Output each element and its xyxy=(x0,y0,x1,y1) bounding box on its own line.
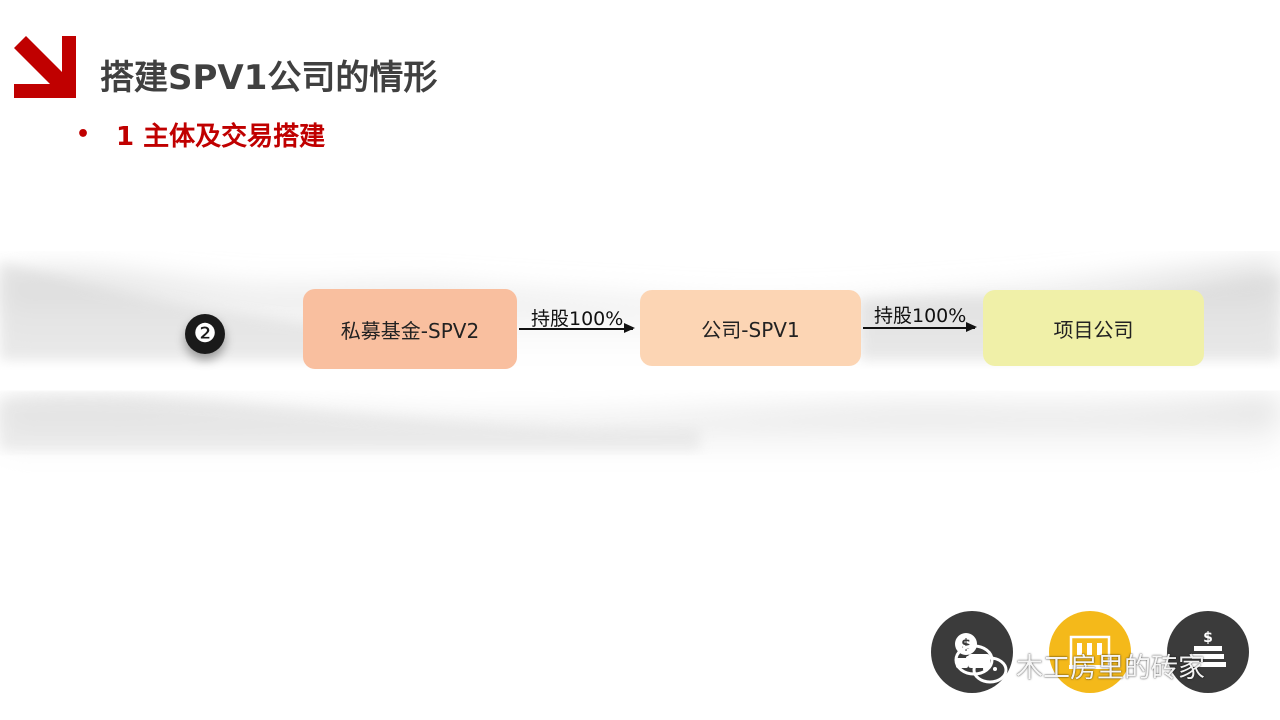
node-project-company: 项目公司 xyxy=(983,290,1204,366)
edge-label-ownership: 持股100% xyxy=(874,305,967,327)
wechat-icon xyxy=(954,644,1008,684)
svg-text:$: $ xyxy=(1203,630,1213,646)
bullet-dot: • xyxy=(76,122,91,147)
building-icon[interactable] xyxy=(1049,611,1131,693)
watermark-text: 木工房里的砖家 xyxy=(1016,652,1205,684)
node-label: 公司-SPV1 xyxy=(701,317,800,342)
edge-label-ownership: 持股100% xyxy=(531,308,624,330)
section-subtitle: 1 主体及交易搭建 xyxy=(116,122,326,152)
svg-text:$: $ xyxy=(961,637,971,653)
node-private-fund-spv2: 私募基金-SPV2 xyxy=(303,289,517,369)
step-number-badge: ❷ xyxy=(185,314,225,354)
arrow-spv1-to-project xyxy=(863,323,977,331)
logo-arrow-icon xyxy=(14,36,76,98)
slide-title: 搭建SPV1公司的情形 xyxy=(100,58,438,98)
node-label: 项目公司 xyxy=(1053,317,1134,342)
node-label: 私募基金-SPV2 xyxy=(340,318,480,343)
arrow-spv2-to-spv1 xyxy=(519,324,635,332)
node-company-spv1: 公司-SPV1 xyxy=(640,290,861,366)
watermark: 木工房里的砖家 xyxy=(950,642,1205,688)
money-stack-icon[interactable]: $ xyxy=(1167,611,1249,693)
